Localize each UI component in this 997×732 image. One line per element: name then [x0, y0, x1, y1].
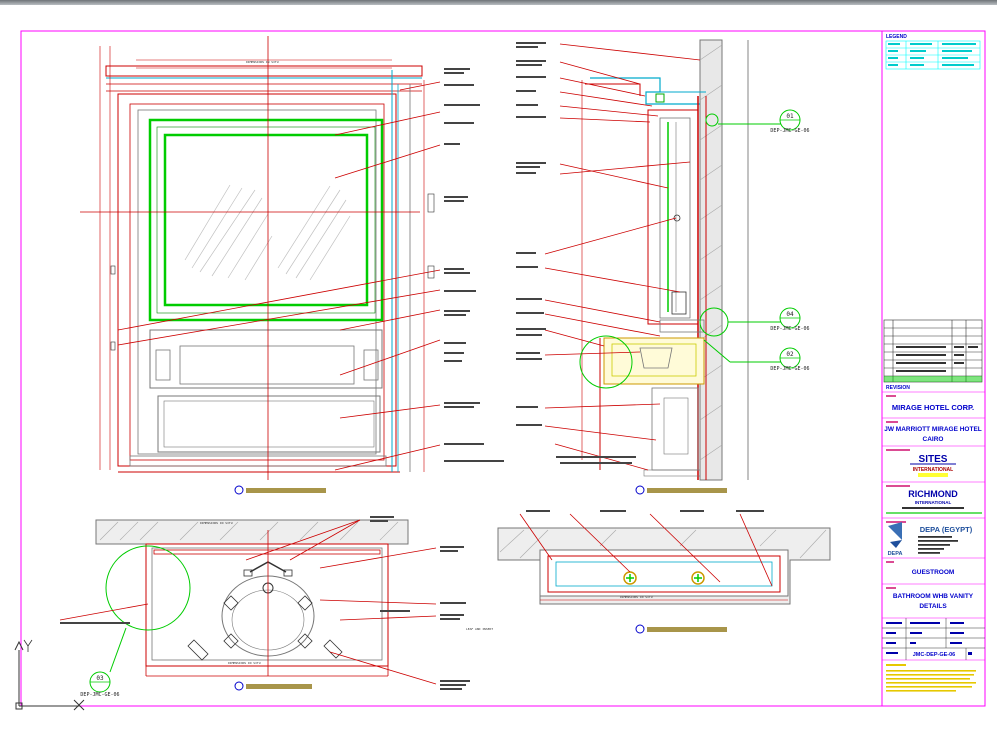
consultant-sub: INTERNATIONAL: [913, 467, 953, 473]
project-name-line2: CAIRO: [923, 436, 944, 443]
title-block: LEGEND REVIS: [882, 34, 985, 692]
vanity-plan-view: [59, 516, 470, 693]
ucs-axis-icon: [14, 639, 85, 711]
designer-sub: INTERNATIONAL: [915, 500, 952, 505]
callout-04-label: 04: [786, 311, 794, 318]
sheet-border: [20, 30, 986, 707]
project-name-line1: JW MARRIOTT MIRAGE HOTEL: [884, 426, 982, 433]
callout-03[interactable]: 03 DEP-JMC-GE-06: [80, 675, 119, 698]
callout-03-ref: DEP-JMC-GE-06: [80, 692, 119, 698]
area-name: GUESTROOM: [912, 569, 955, 576]
depa-logo-icon: DEPA: [888, 522, 903, 557]
plan-dimension-label-lower: DIMENSIONS IN SITU: [228, 661, 261, 665]
client-name: MIRAGE HOTEL CORP.: [892, 403, 974, 412]
elevation-dimension-label: DIMENSIONS IN SITU: [246, 60, 279, 64]
plan-dimension-label: DIMENSIONS IN SITU: [200, 521, 233, 525]
drawing-number: JMC-DEP-GE-06: [913, 652, 955, 658]
callout-03-label: 03: [96, 675, 104, 682]
cabinet-dimension-label: DIMENSIONS IN SITU: [620, 595, 653, 599]
callout-04-ref: DEP-JMC-GE-06: [770, 326, 809, 332]
drawing-title-line2: DETAILS: [919, 603, 947, 610]
legend-title: LEGEND: [886, 34, 907, 40]
revision-label: REVISION: [886, 385, 910, 391]
side-section-view: [516, 39, 786, 495]
callout-02-label: 02: [786, 351, 794, 358]
depa-logo-text: DEPA: [888, 551, 903, 557]
plan-leader-note: LEAF AND INSERT: [466, 627, 493, 631]
callout-04[interactable]: 04 DEP-JMC-GE-06: [770, 307, 810, 332]
consultant-logo-text: SITES: [919, 454, 948, 465]
callout-01-label: 01: [786, 113, 794, 120]
contractor-name: DEPA (EGYPT): [920, 525, 973, 534]
callout-01[interactable]: 01 DEP-JMC-GE-06: [770, 109, 810, 134]
callout-01-ref: DEP-JMC-GE-06: [770, 128, 809, 134]
front-elevation-view: [80, 36, 504, 495]
callout-02-ref: DEP-JMC-GE-06: [770, 366, 809, 372]
cabinet-plan-view: [497, 510, 831, 634]
application-title-strip: [0, 0, 997, 5]
designer-logo-text: RICHMOND: [908, 489, 958, 499]
drawing-title-line1: BATHROOM WHB VANITY: [893, 593, 974, 600]
callout-02[interactable]: 02 DEP-JMC-GE-06: [770, 347, 810, 372]
